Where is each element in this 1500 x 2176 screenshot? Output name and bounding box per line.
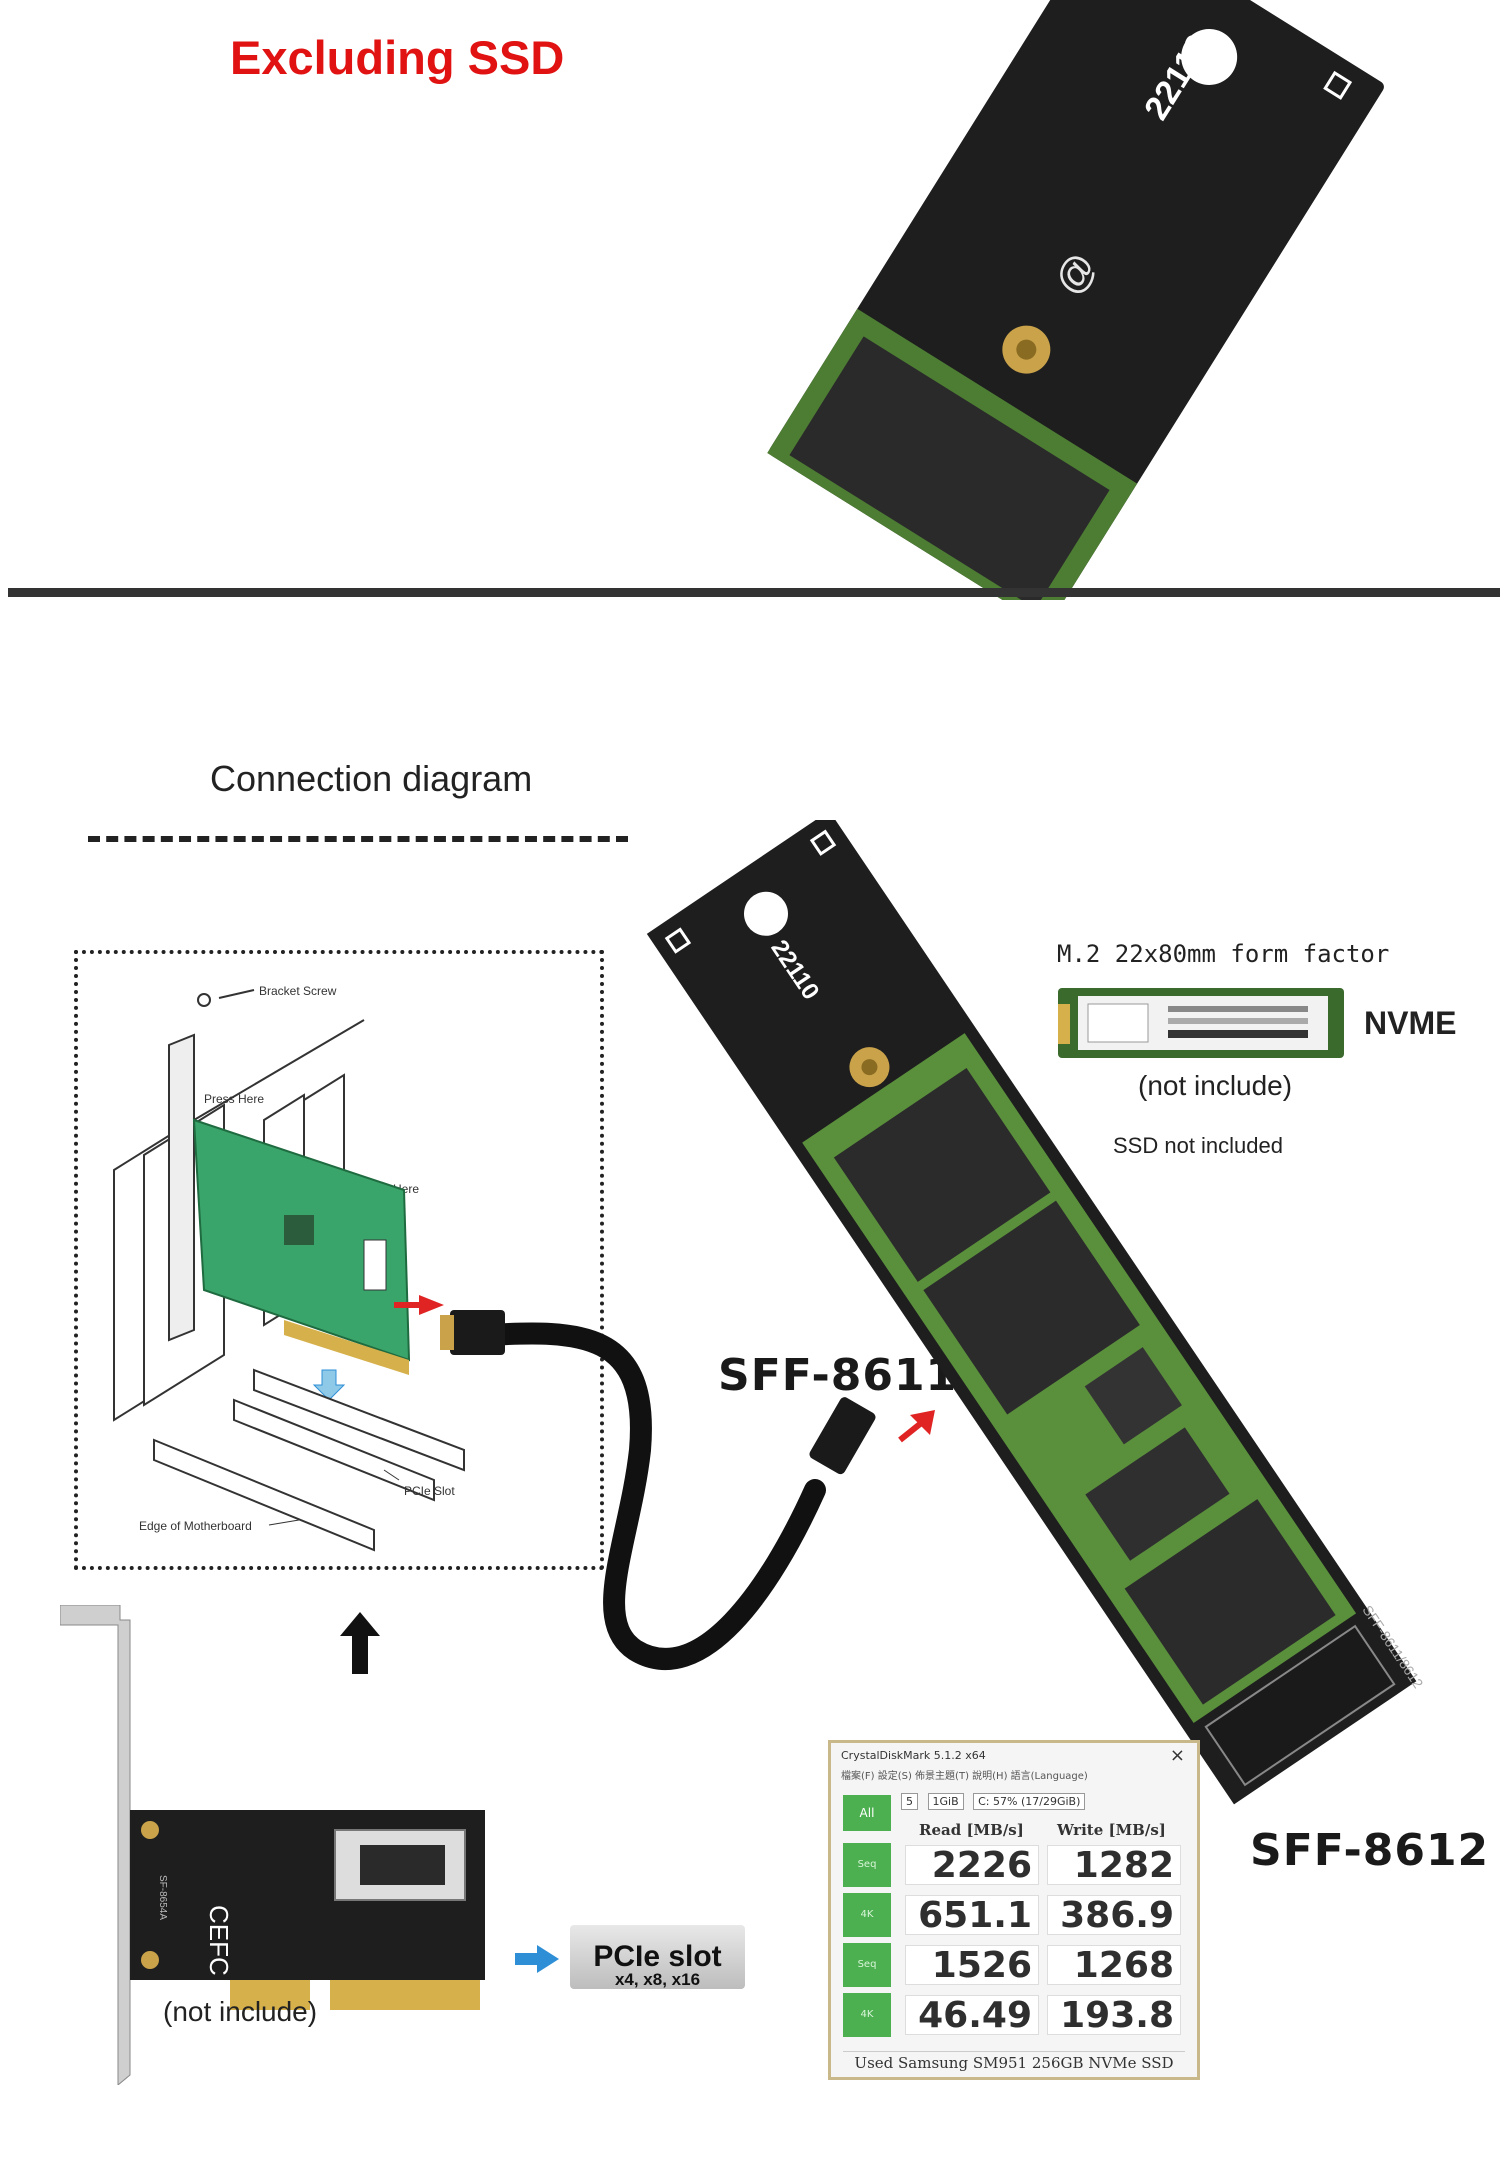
drive-select[interactable]: C: 57% (17/29GiB) — [973, 1793, 1086, 1810]
benchmark-row: Seq 1526 1268 — [843, 1943, 1183, 1987]
read-value: 1526 — [905, 1945, 1039, 1986]
nvme-label: NVME — [1364, 1005, 1457, 1041]
sff-8612-label: SFF-8612 — [1250, 1825, 1490, 1876]
up-arrow-icon — [340, 1612, 380, 1674]
pcie-slot-badge: PCIe slot x4, x8, x16 — [570, 1925, 745, 1989]
size-select[interactable]: 1GiB — [927, 1793, 964, 1810]
title-underline — [88, 836, 628, 842]
read-value: 651.1 — [905, 1895, 1039, 1936]
press-here-label-1: Press Here — [204, 1092, 264, 1106]
row-label[interactable]: 4K — [843, 1993, 891, 2037]
section-title: Connection diagram — [210, 758, 533, 799]
benchmark-footer: Used Samsung SM951 256GB NVMe SSD — [843, 2051, 1185, 2072]
card-not-include-label: (not include) — [163, 1996, 318, 2027]
count-select[interactable]: 5 — [901, 1793, 918, 1810]
write-value: 1268 — [1047, 1945, 1181, 1986]
read-header: Read [MB/s] — [919, 1821, 1024, 1839]
bracket-screw-label: Bracket Screw — [259, 984, 337, 998]
pcie-slot-label: PCIe Slot — [404, 1484, 455, 1498]
write-value: 193.8 — [1047, 1995, 1181, 2036]
m2-ssd-image — [1058, 988, 1344, 1058]
sff-8611-label: SFF-8611 — [718, 1350, 958, 1401]
row-label[interactable]: Seq — [843, 1943, 891, 1987]
page-title: Excluding SSD — [230, 31, 565, 84]
form-factor-label: M.2 22x80mm form factor — [1057, 940, 1390, 968]
m2-adapter-board: 22110 SFF-8611/8612 — [646, 820, 1427, 1805]
write-value: 1282 — [1047, 1845, 1181, 1886]
read-value: 46.49 — [905, 1995, 1039, 2036]
benchmark-row: Seq Q32T1 2226 1282 — [843, 1843, 1183, 1914]
read-value: 2226 — [905, 1845, 1039, 1886]
benchmark-row: 4K 46.49 193.8 — [843, 1993, 1183, 2037]
pcie-adapter-card: CEFC SF-8654A — [60, 1605, 485, 2085]
pcie-slot-lanes: x4, x8, x16 — [614, 1970, 701, 1989]
pcie-slot-title: PCIe slot — [593, 1940, 722, 1973]
ssd-not-include-label: (not include) — [1138, 1070, 1293, 1101]
adapter-model-mark: SF-8654A — [157, 1875, 168, 1920]
install-diagram-frame — [74, 950, 604, 1570]
benchmark-menu[interactable]: 檔案(F) 設定(S) 佈景主題(T) 說明(H) 語言(Language) — [841, 1771, 1088, 1782]
section-divider — [8, 588, 1500, 597]
right-arrow-icon — [515, 1945, 559, 1973]
ssd-not-included-note: SSD not included — [1113, 1133, 1283, 1158]
row-label[interactable]: Seq Q32T1 — [843, 1843, 891, 1914]
write-value: 386.9 — [1047, 1895, 1181, 1936]
svg-text:CEFC: CEFC — [204, 1905, 234, 1976]
row-label[interactable]: 4K Q32T1 — [843, 1893, 891, 1964]
sff-cable — [440, 1310, 935, 1670]
motherboard-edge-label: Edge of Motherboard — [139, 1519, 252, 1533]
m2-adapter-board-top: @ 22110 — [767, 0, 1384, 600]
install-diagram: Bracket Screw Press Here Press Here PCIe… — [113, 984, 465, 1552]
write-header: Write [MB/s] — [1057, 1821, 1166, 1839]
benchmark-window-title: CrystalDiskMark 5.1.2 x64 — [841, 1749, 986, 1762]
all-button[interactable]: All — [843, 1795, 891, 1831]
close-icon[interactable]: × — [1169, 1745, 1185, 1766]
benchmark-window: CrystalDiskMark 5.1.2 x64 × 檔案(F) 設定(S) … — [828, 1740, 1200, 2080]
benchmark-options: 5 1GiB C: 57% (17/29GiB) — [901, 1793, 1091, 1810]
benchmark-row: 4K Q32T1 651.1 386.9 — [843, 1893, 1183, 1964]
